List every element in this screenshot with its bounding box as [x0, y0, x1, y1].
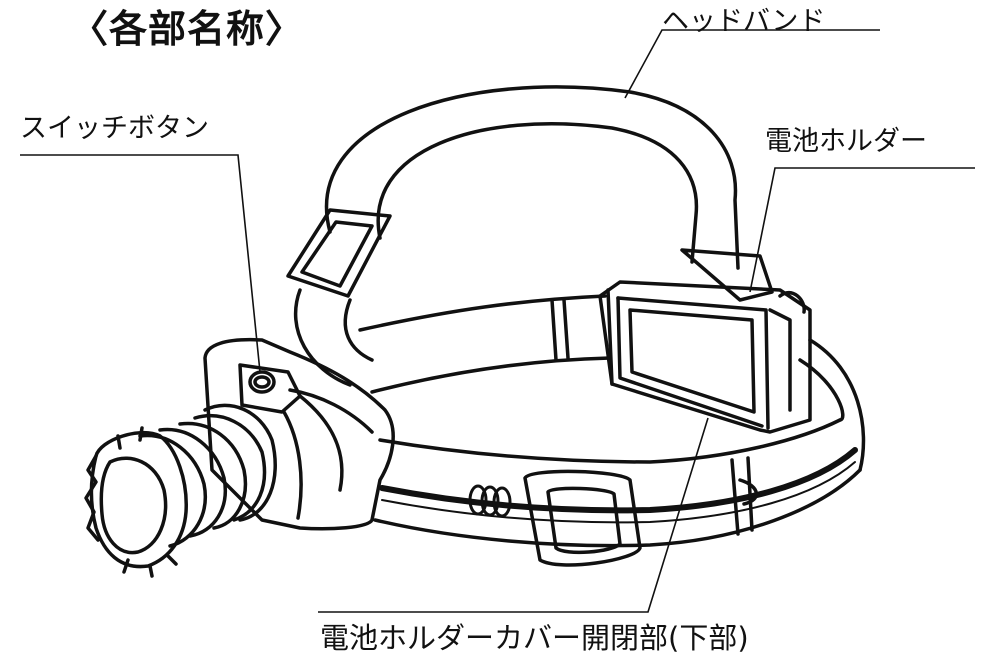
headband-label: ヘッドバンド — [662, 6, 826, 37]
battery-cover-label: 電池ホルダーカバー開閉部(下部) — [320, 621, 749, 655]
page-title: 〈各部名称〉 — [70, 7, 305, 51]
leader-lines — [20, 29, 975, 613]
lamp-head — [84, 337, 395, 578]
battery-holder-label: 電池ホルダー — [765, 126, 927, 157]
top-headband — [324, 85, 740, 270]
switch-button-label: スイッチボタン — [20, 113, 209, 144]
band-grip — [468, 484, 512, 518]
switch-button — [248, 370, 276, 394]
battery-holder — [598, 248, 812, 434]
